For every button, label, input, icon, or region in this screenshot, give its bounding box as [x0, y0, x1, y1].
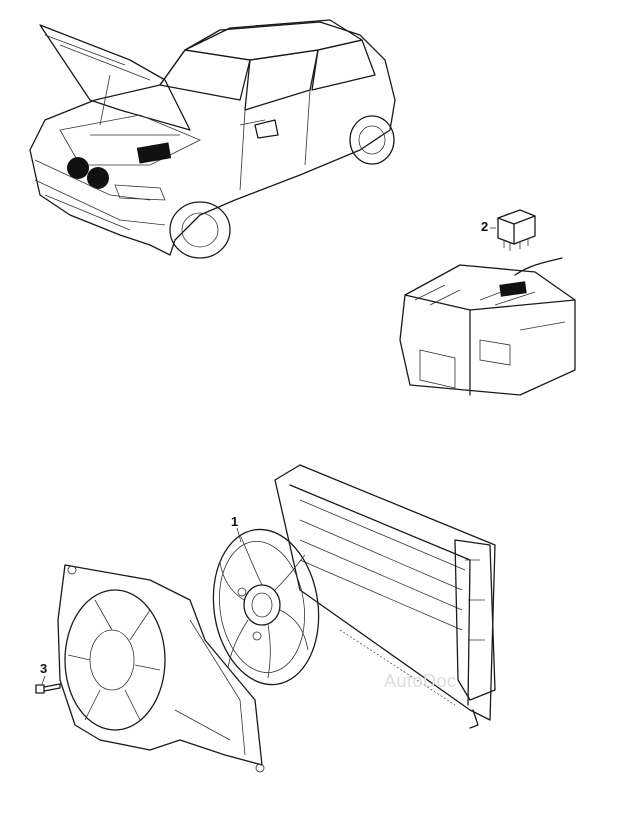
leader-line-3: [41, 675, 46, 685]
car-illustration: [29, 19, 396, 259]
watermark: AutoDoc: [384, 671, 457, 691]
fan-shroud-illustration: [57, 564, 265, 773]
relay-illustration: [490, 209, 536, 251]
callout-2: 2: [481, 219, 489, 234]
callout-1: 1: [231, 514, 239, 529]
fan-illustration: [212, 528, 320, 686]
callout-3: 3: [40, 661, 48, 676]
radiator-illustration: [274, 464, 496, 729]
fuse-box-illustration: [399, 257, 576, 396]
leader-line-1: [236, 527, 242, 543]
bolt-illustration: [35, 683, 61, 694]
